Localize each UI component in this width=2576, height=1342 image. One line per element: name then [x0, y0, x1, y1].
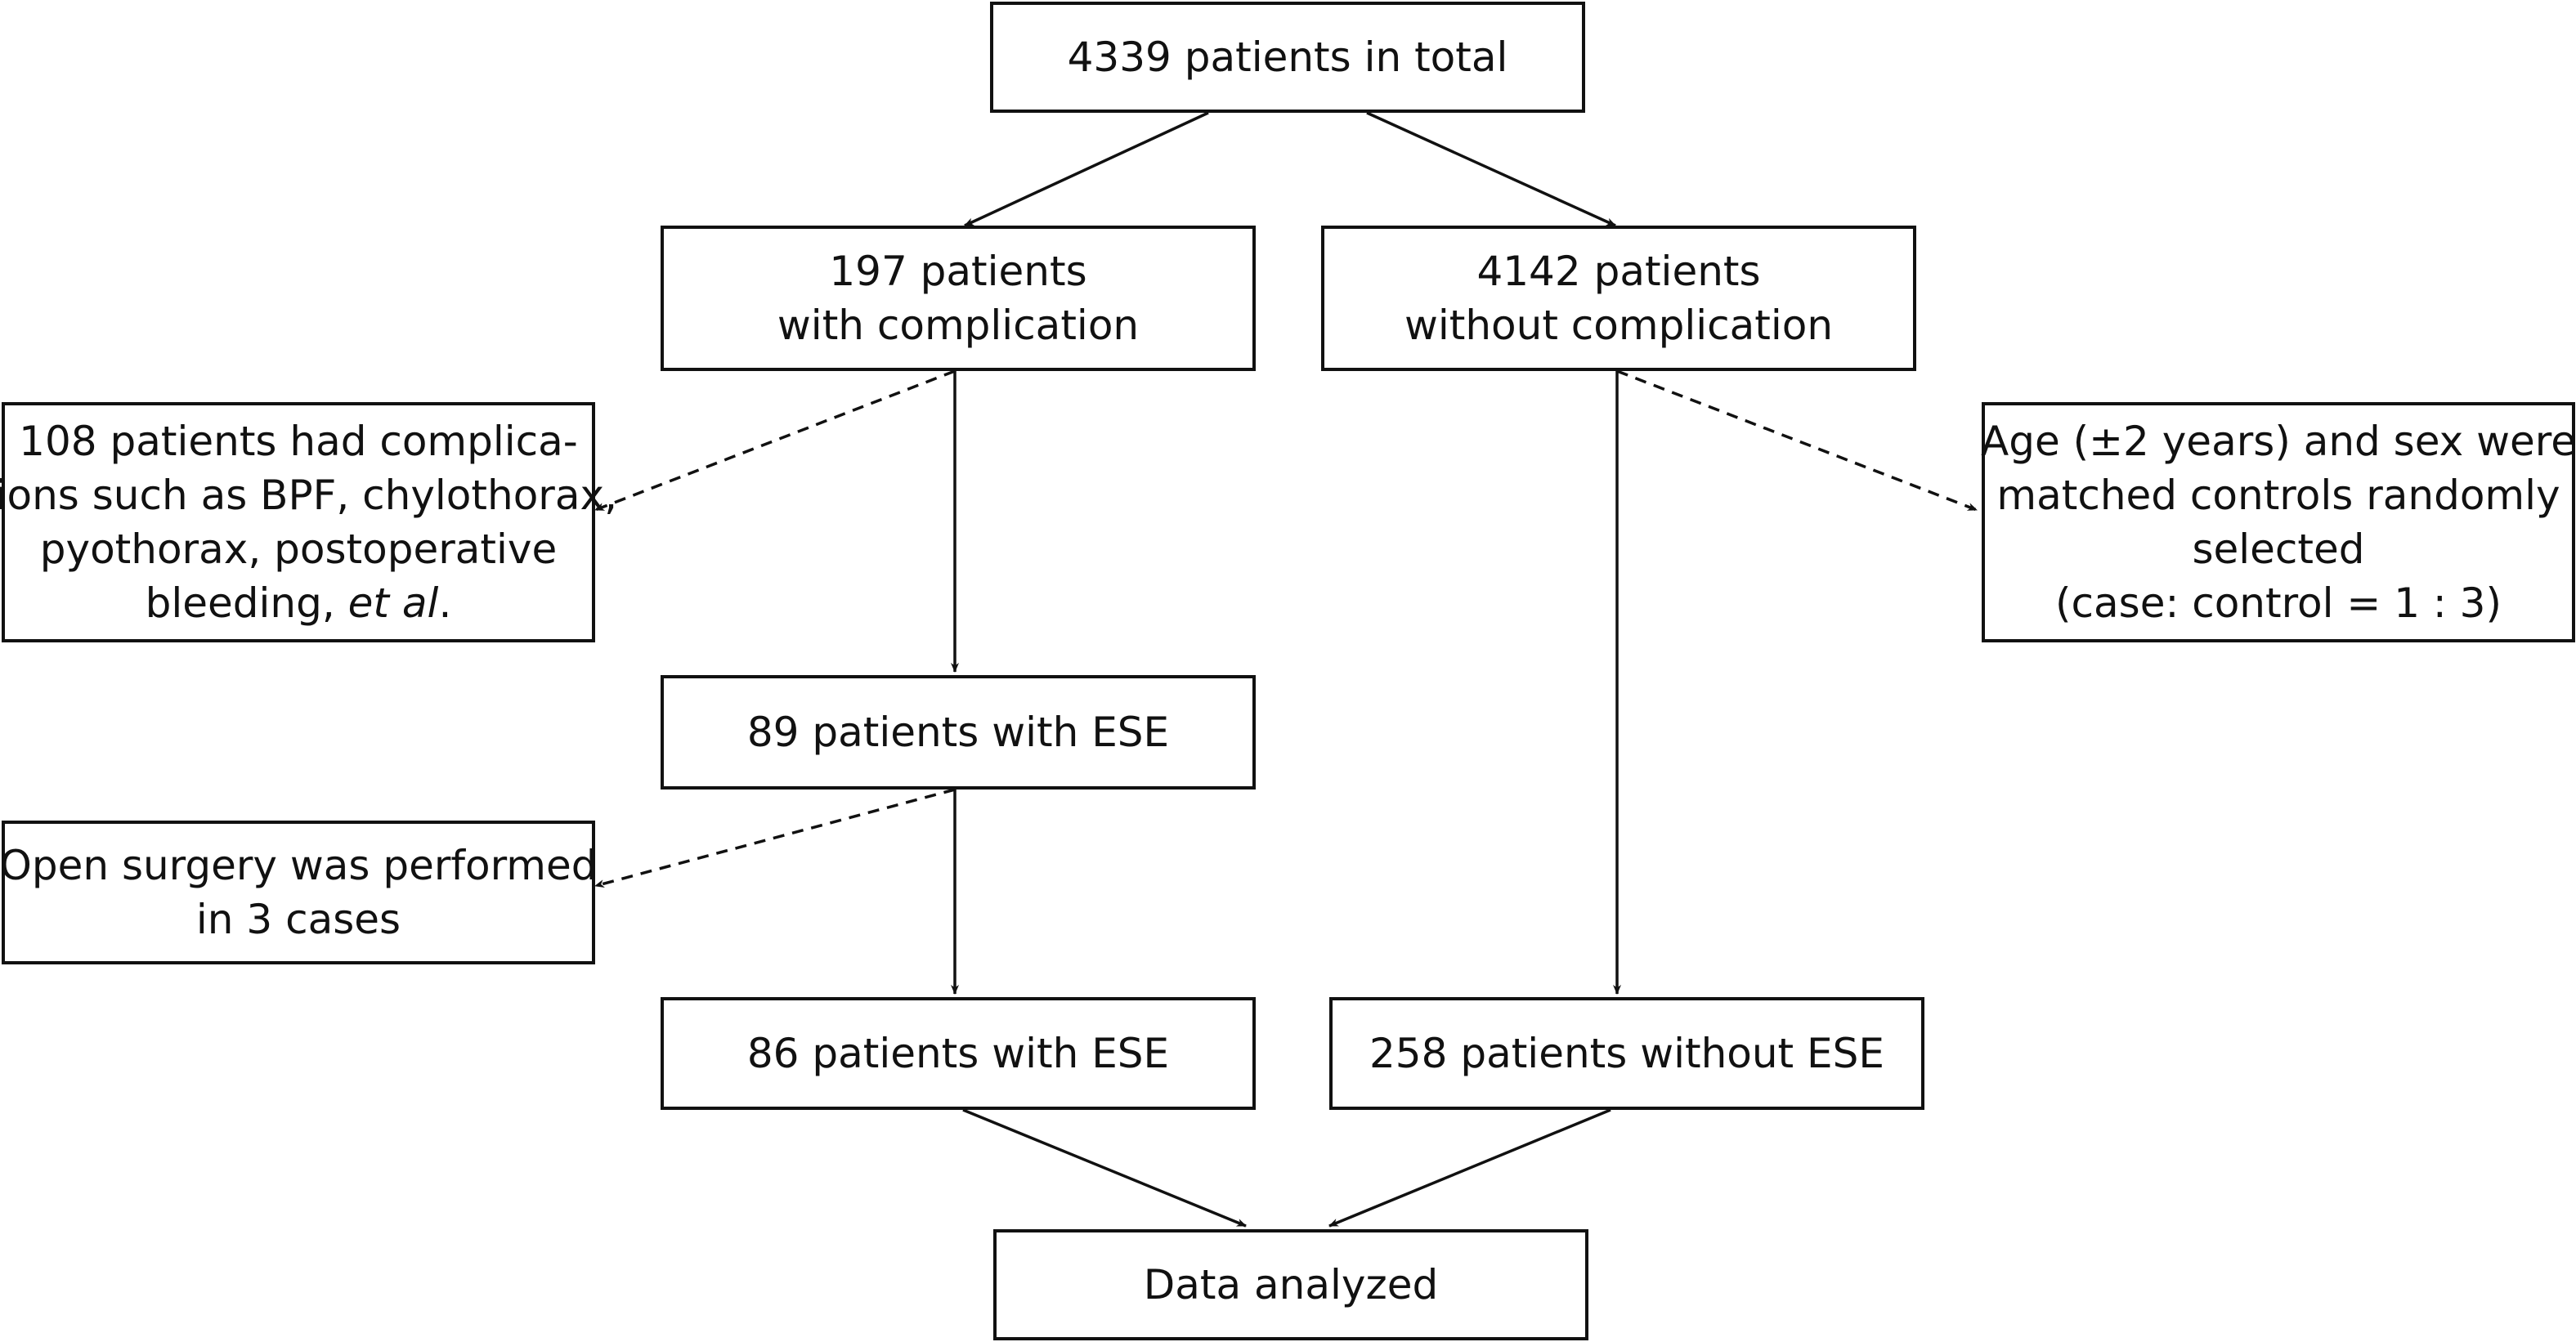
arrow-to-excluded-complications: [594, 369, 956, 512]
arrow-total-to-without-complication: [1366, 111, 1616, 227]
box-with-complication: 197 patients with complication: [661, 226, 1256, 371]
without-complication-line1: 4142 patients: [1476, 248, 1761, 295]
with-complication-line1: 197 patients: [829, 248, 1087, 295]
matching-line3: selected: [2192, 526, 2365, 573]
arrow-total-to-with-complication: [964, 111, 1209, 227]
arrow-to-matching: [1616, 369, 1978, 512]
box-matching: Age (±2 years) and sex were matched cont…: [1981, 402, 2576, 642]
arrow-86-ese-to-data-analyzed: [962, 1108, 1247, 1228]
excluded-line4-prefix: bleeding,: [145, 579, 348, 627]
box-89-ese: 89 patients with ESE: [661, 675, 1256, 790]
without-complication-line2: without complication: [1404, 302, 1834, 349]
arrow-to-open-surgery: [594, 788, 956, 888]
excluded-line2: tions such as BPF, chylothorax,: [0, 472, 617, 519]
excluded-line4-suffix: .: [438, 579, 452, 627]
excluded-line3: pyothorax, postoperative: [39, 526, 558, 573]
arrow-258-to-data-analyzed: [1328, 1108, 1611, 1228]
total-label: 4339 patients in total: [1067, 34, 1508, 81]
open-surgery-line1: Open surgery was performed: [0, 842, 598, 889]
excluded-line4: bleeding, et al.: [146, 576, 452, 630]
ese-86-label: 86 patients with ESE: [746, 1030, 1170, 1077]
with-complication-line2: with complication: [777, 302, 1140, 349]
box-total: 4339 patients in total: [990, 2, 1585, 113]
open-surgery-line2: in 3 cases: [195, 896, 401, 943]
excluded-line1: 108 patients had complica-: [19, 418, 578, 465]
box-open-surgery: Open surgery was performed in 3 cases: [0, 821, 598, 964]
excluded-line4-italic: et al: [347, 579, 439, 627]
matching-line1: Age (±2 years) and sex were: [1981, 418, 2576, 465]
without-ese-258-label: 258 patients without ESE: [1369, 1030, 1884, 1077]
matching-line2: matched controls randomly: [1996, 472, 2560, 519]
box-data-analyzed: Data analyzed: [993, 1229, 1588, 1340]
box-86-ese: 86 patients with ESE: [661, 997, 1256, 1110]
box-excluded-complications: 108 patients had complica- tions such as…: [0, 402, 617, 642]
box-without-complication: 4142 patients without complication: [1321, 226, 1916, 371]
ese-89-label: 89 patients with ESE: [746, 709, 1170, 756]
box-258-without-ese: 258 patients without ESE: [1329, 997, 1924, 1110]
data-analyzed-label: Data analyzed: [1143, 1261, 1439, 1308]
matching-line4: (case: control = 1 : 3): [2055, 579, 2502, 627]
